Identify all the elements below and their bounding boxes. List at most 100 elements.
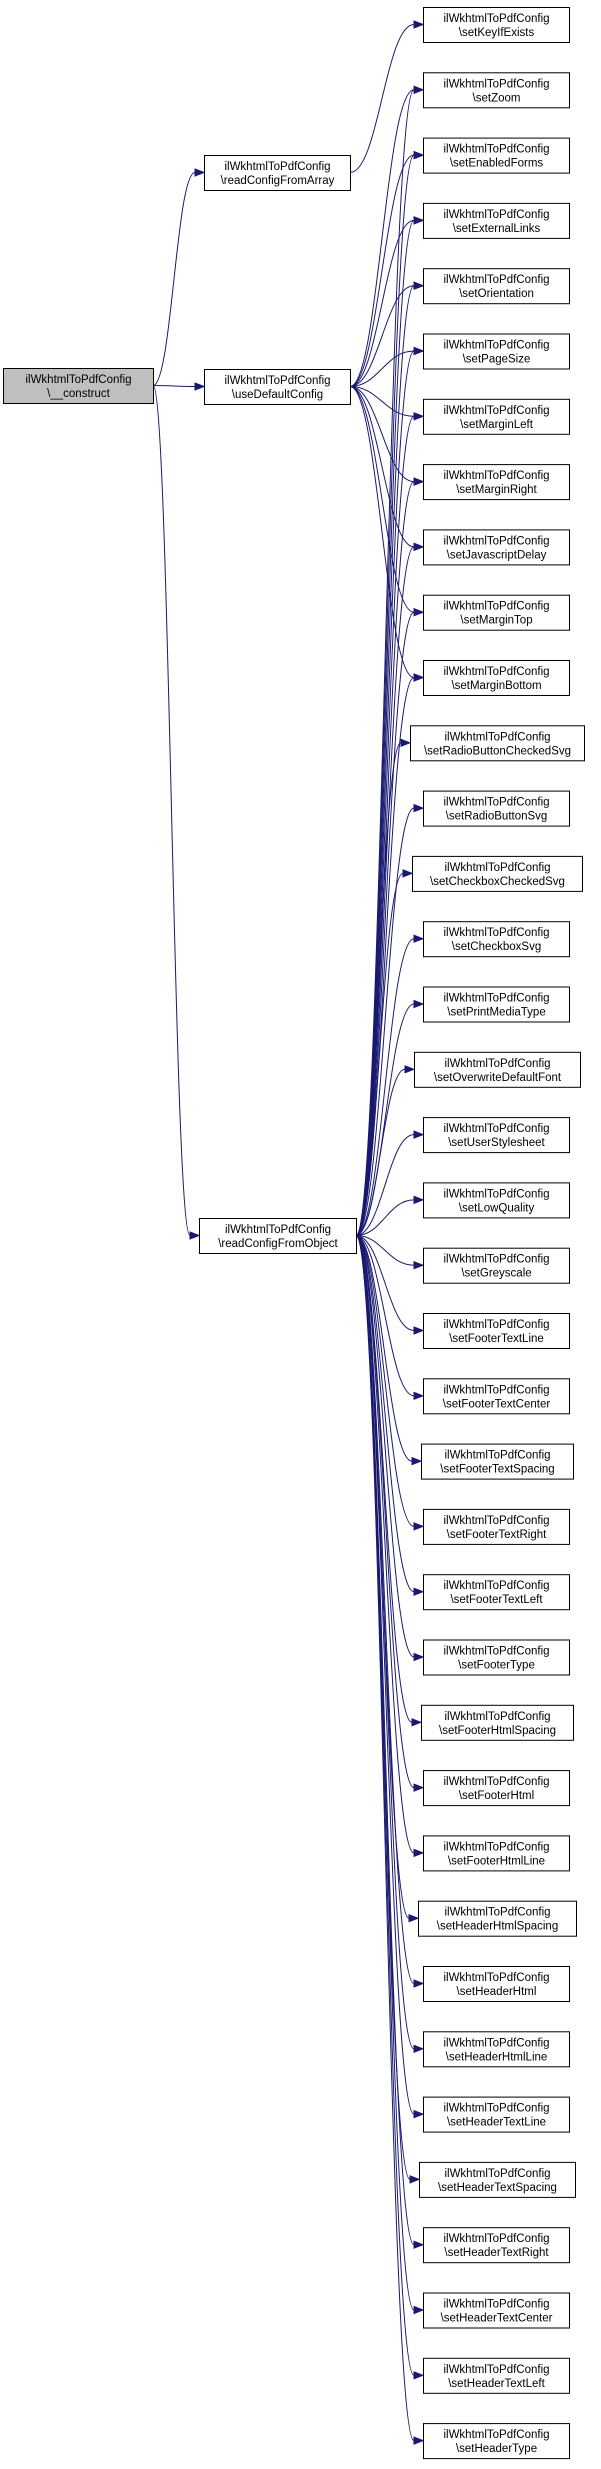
- node-set-key-if-exists[interactable]: ilWkhtmlToPdfConfig\setKeyIfExists: [423, 7, 570, 43]
- edge-line: [152, 172, 196, 386]
- edge-line: [355, 154, 415, 1236]
- node-use-default-config[interactable]: ilWkhtmlToPdfConfig\useDefaultConfig: [204, 369, 351, 405]
- node-class-label: ilWkhtmlToPdfConfig: [443, 274, 549, 286]
- node-set-zoom[interactable]: ilWkhtmlToPdfConfig\setZoom: [423, 72, 570, 109]
- edge-line: [355, 350, 415, 1236]
- node-set-print-media-type[interactable]: ilWkhtmlToPdfConfig\setPrintMediaType: [423, 986, 570, 1023]
- arrowhead-icon: [408, 1913, 420, 1923]
- node-set-radio-button-svg[interactable]: ilWkhtmlToPdfConfig\setRadioButtonSvg: [423, 790, 570, 827]
- node-set-checkbox-svg[interactable]: ilWkhtmlToPdfConfig\setCheckboxSvg: [423, 921, 570, 958]
- arrowhead-icon: [413, 1260, 425, 1270]
- node-set-external-links[interactable]: ilWkhtmlToPdfConfig\setExternalLinks: [423, 202, 570, 239]
- edge-read-config-from-object-to-set-footer-text-spacing: [355, 1235, 423, 1466]
- node-set-header-type[interactable]: ilWkhtmlToPdfConfig\setHeaderType: [423, 2423, 570, 2460]
- node-set-margin-bottom[interactable]: ilWkhtmlToPdfConfig\setMarginBottom: [423, 660, 570, 696]
- node-set-orientation[interactable]: ilWkhtmlToPdfConfig\setOrientation: [423, 268, 570, 305]
- node-box: [423, 7, 570, 43]
- arrowhead-icon: [400, 738, 412, 748]
- edge-line: [355, 872, 404, 1236]
- node-set-header-html[interactable]: ilWkhtmlToPdfConfig\setHeaderHtml: [423, 1966, 570, 2002]
- edge-read-config-from-object-to-set-footer-text-center: [355, 1235, 425, 1401]
- node-set-footer-type[interactable]: ilWkhtmlToPdfConfig\setFooterType: [423, 1639, 570, 1676]
- node-set-header-text-spacing[interactable]: ilWkhtmlToPdfConfig\setHeaderTextSpacing: [419, 2161, 576, 2198]
- node-method-label: \setFooterTextCenter: [443, 1398, 551, 1410]
- edge-read-config-from-object-to-set-header-text-line: [355, 1235, 425, 2119]
- edge-line: [355, 1235, 415, 1593]
- node-set-javascript-delay[interactable]: ilWkhtmlToPdfConfig\setJavascriptDelay: [423, 529, 570, 566]
- node-set-overwrite-default-font[interactable]: ilWkhtmlToPdfConfig\setOverwriteDefaultF…: [414, 1051, 581, 1088]
- edge-read-config-from-object-to-set-footer-text-right: [355, 1235, 425, 1531]
- node-set-radio-button-checked-svg[interactable]: ilWkhtmlToPdfConfig\setRadioButtonChecke…: [410, 725, 585, 762]
- arrowhead-icon: [413, 2240, 425, 2249]
- node-set-header-text-left[interactable]: ilWkhtmlToPdfConfig\setHeaderTextLeft: [423, 2357, 570, 2394]
- node-method-label: \setLowQuality: [459, 1202, 535, 1214]
- node-class-label: ilWkhtmlToPdfConfig: [444, 1907, 550, 1919]
- arrowhead-icon: [413, 934, 425, 943]
- node-set-footer-text-center[interactable]: ilWkhtmlToPdfConfig\setFooterTextCenter: [423, 1378, 570, 1415]
- node-method-label: \setMarginTop: [460, 615, 532, 627]
- node-box: [414, 1051, 581, 1088]
- node-set-checkbox-checked-svg[interactable]: ilWkhtmlToPdfConfig\setCheckboxCheckedSv…: [412, 855, 583, 892]
- edge-line: [349, 24, 415, 173]
- node-set-header-html-line[interactable]: ilWkhtmlToPdfConfig\setHeaderHtmlLine: [423, 2031, 570, 2068]
- node-set-low-quality[interactable]: ilWkhtmlToPdfConfig\setLowQuality: [423, 1182, 570, 1219]
- node-set-footer-text-right[interactable]: ilWkhtmlToPdfConfig\setFooterTextRight: [423, 1508, 570, 1545]
- arrowhead-icon: [413, 1195, 425, 1205]
- node-set-header-html-spacing[interactable]: ilWkhtmlToPdfConfig\setHeaderHtmlSpacing: [418, 1900, 577, 1937]
- node-set-margin-right[interactable]: ilWkhtmlToPdfConfig\setMarginRight: [423, 464, 570, 501]
- node-class-label: ilWkhtmlToPdfConfig: [25, 374, 131, 386]
- node-set-page-size[interactable]: ilWkhtmlToPdfConfig \setPageSize: [423, 333, 570, 370]
- edge-line: [355, 1235, 415, 2115]
- node-set-margin-left[interactable]: ilWkhtmlToPdfConfig\setMarginLeft: [423, 398, 570, 435]
- node-method-label: \setCheckboxCheckedSvg: [430, 876, 565, 888]
- node-method-label: \setMarginBottom: [451, 680, 541, 692]
- edge-line: [355, 1235, 415, 1527]
- arrowhead-icon: [413, 1391, 425, 1401]
- node-method-label: \setHeaderType: [456, 2443, 537, 2455]
- node-set-greyscale[interactable]: ilWkhtmlToPdfConfig\setGreyscale: [423, 1247, 570, 1284]
- node-box: [199, 1218, 357, 1254]
- node-set-footer-text-left[interactable]: ilWkhtmlToPdfConfig\setFooterTextLeft: [423, 1574, 570, 1611]
- arrowhead-icon: [413, 216, 425, 225]
- node-read-config-from-object[interactable]: ilWkhtmlToPdfConfig\readConfigFromObject: [199, 1218, 357, 1254]
- node-class-label: ilWkhtmlToPdfConfig: [443, 601, 549, 613]
- node-set-footer-html-spacing[interactable]: ilWkhtmlToPdfConfig\setFooterHtmlSpacing: [421, 1704, 574, 1741]
- edge-line: [152, 385, 196, 387]
- node-class-label: ilWkhtmlToPdfConfig: [443, 340, 549, 352]
- edge-read-config-from-object-to-set-footer-text-line: [355, 1235, 425, 1335]
- node-set-footer-html-line[interactable]: ilWkhtmlToPdfConfig\setFooterHtmlLine: [423, 1835, 570, 1872]
- node-box: [421, 1704, 574, 1741]
- node-set-footer-html[interactable]: ilWkhtmlToPdfConfig\setFooterHtml: [423, 1770, 570, 1807]
- edge-line: [355, 1199, 415, 1236]
- node-set-enabled-forms[interactable]: ilWkhtmlToPdfConfig\setEnabledForms: [423, 137, 570, 174]
- node-set-footer-text-spacing[interactable]: ilWkhtmlToPdfConfig\setFooterTextSpacing: [421, 1443, 574, 1480]
- node-set-footer-text-line[interactable]: ilWkhtmlToPdfConfig\setFooterTextLine: [423, 1313, 570, 1349]
- node-box: [423, 594, 570, 631]
- node-set-user-stylesheet[interactable]: ilWkhtmlToPdfConfig\setUserStylesheet: [423, 1117, 570, 1154]
- node-set-header-text-right[interactable]: ilWkhtmlToPdfConfig\setHeaderTextRight: [423, 2227, 570, 2264]
- node-method-label: \setHeaderTextSpacing: [438, 2182, 557, 2194]
- node-method-label: \setPageSize: [463, 354, 531, 366]
- node-box: [423, 1313, 570, 1349]
- edge-read-config-from-object-to-set-radio-button-checked-svg: [355, 738, 412, 1236]
- node-class-label: ilWkhtmlToPdfConfig: [443, 1646, 549, 1658]
- node-box: [419, 2161, 576, 2198]
- node-box: [418, 1900, 577, 1937]
- edge-line: [355, 285, 415, 1236]
- node-set-header-text-line[interactable]: ilWkhtmlToPdfConfig\setHeaderTextLine: [423, 2096, 570, 2133]
- node-method-label: \setHeaderTextCenter: [441, 2313, 553, 2325]
- arrowhead-icon: [413, 346, 425, 356]
- node-class-label: ilWkhtmlToPdfConfig: [443, 209, 549, 221]
- edge-read-config-from-object-to-set-footer-text-left: [355, 1235, 425, 1596]
- node-set-header-text-center[interactable]: ilWkhtmlToPdfConfig\setHeaderTextCenter: [423, 2292, 570, 2329]
- edge-line: [349, 350, 415, 387]
- node-read-config-from-array[interactable]: ilWkhtmlToPdfConfig\readConfigFromArray: [204, 155, 351, 191]
- node-set-margin-top[interactable]: ilWkhtmlToPdfConfig \setMarginTop: [423, 594, 570, 631]
- node-box: [423, 398, 570, 435]
- node-class-label: ilWkhtmlToPdfConfig: [443, 144, 549, 156]
- node-method-label: \setFooterHtml: [459, 1790, 534, 1802]
- node-class-label: ilWkhtmlToPdfConfig: [444, 731, 550, 743]
- node-class-label: ilWkhtmlToPdfConfig: [225, 1224, 331, 1236]
- node-class-label: ilWkhtmlToPdfConfig: [443, 2037, 549, 2049]
